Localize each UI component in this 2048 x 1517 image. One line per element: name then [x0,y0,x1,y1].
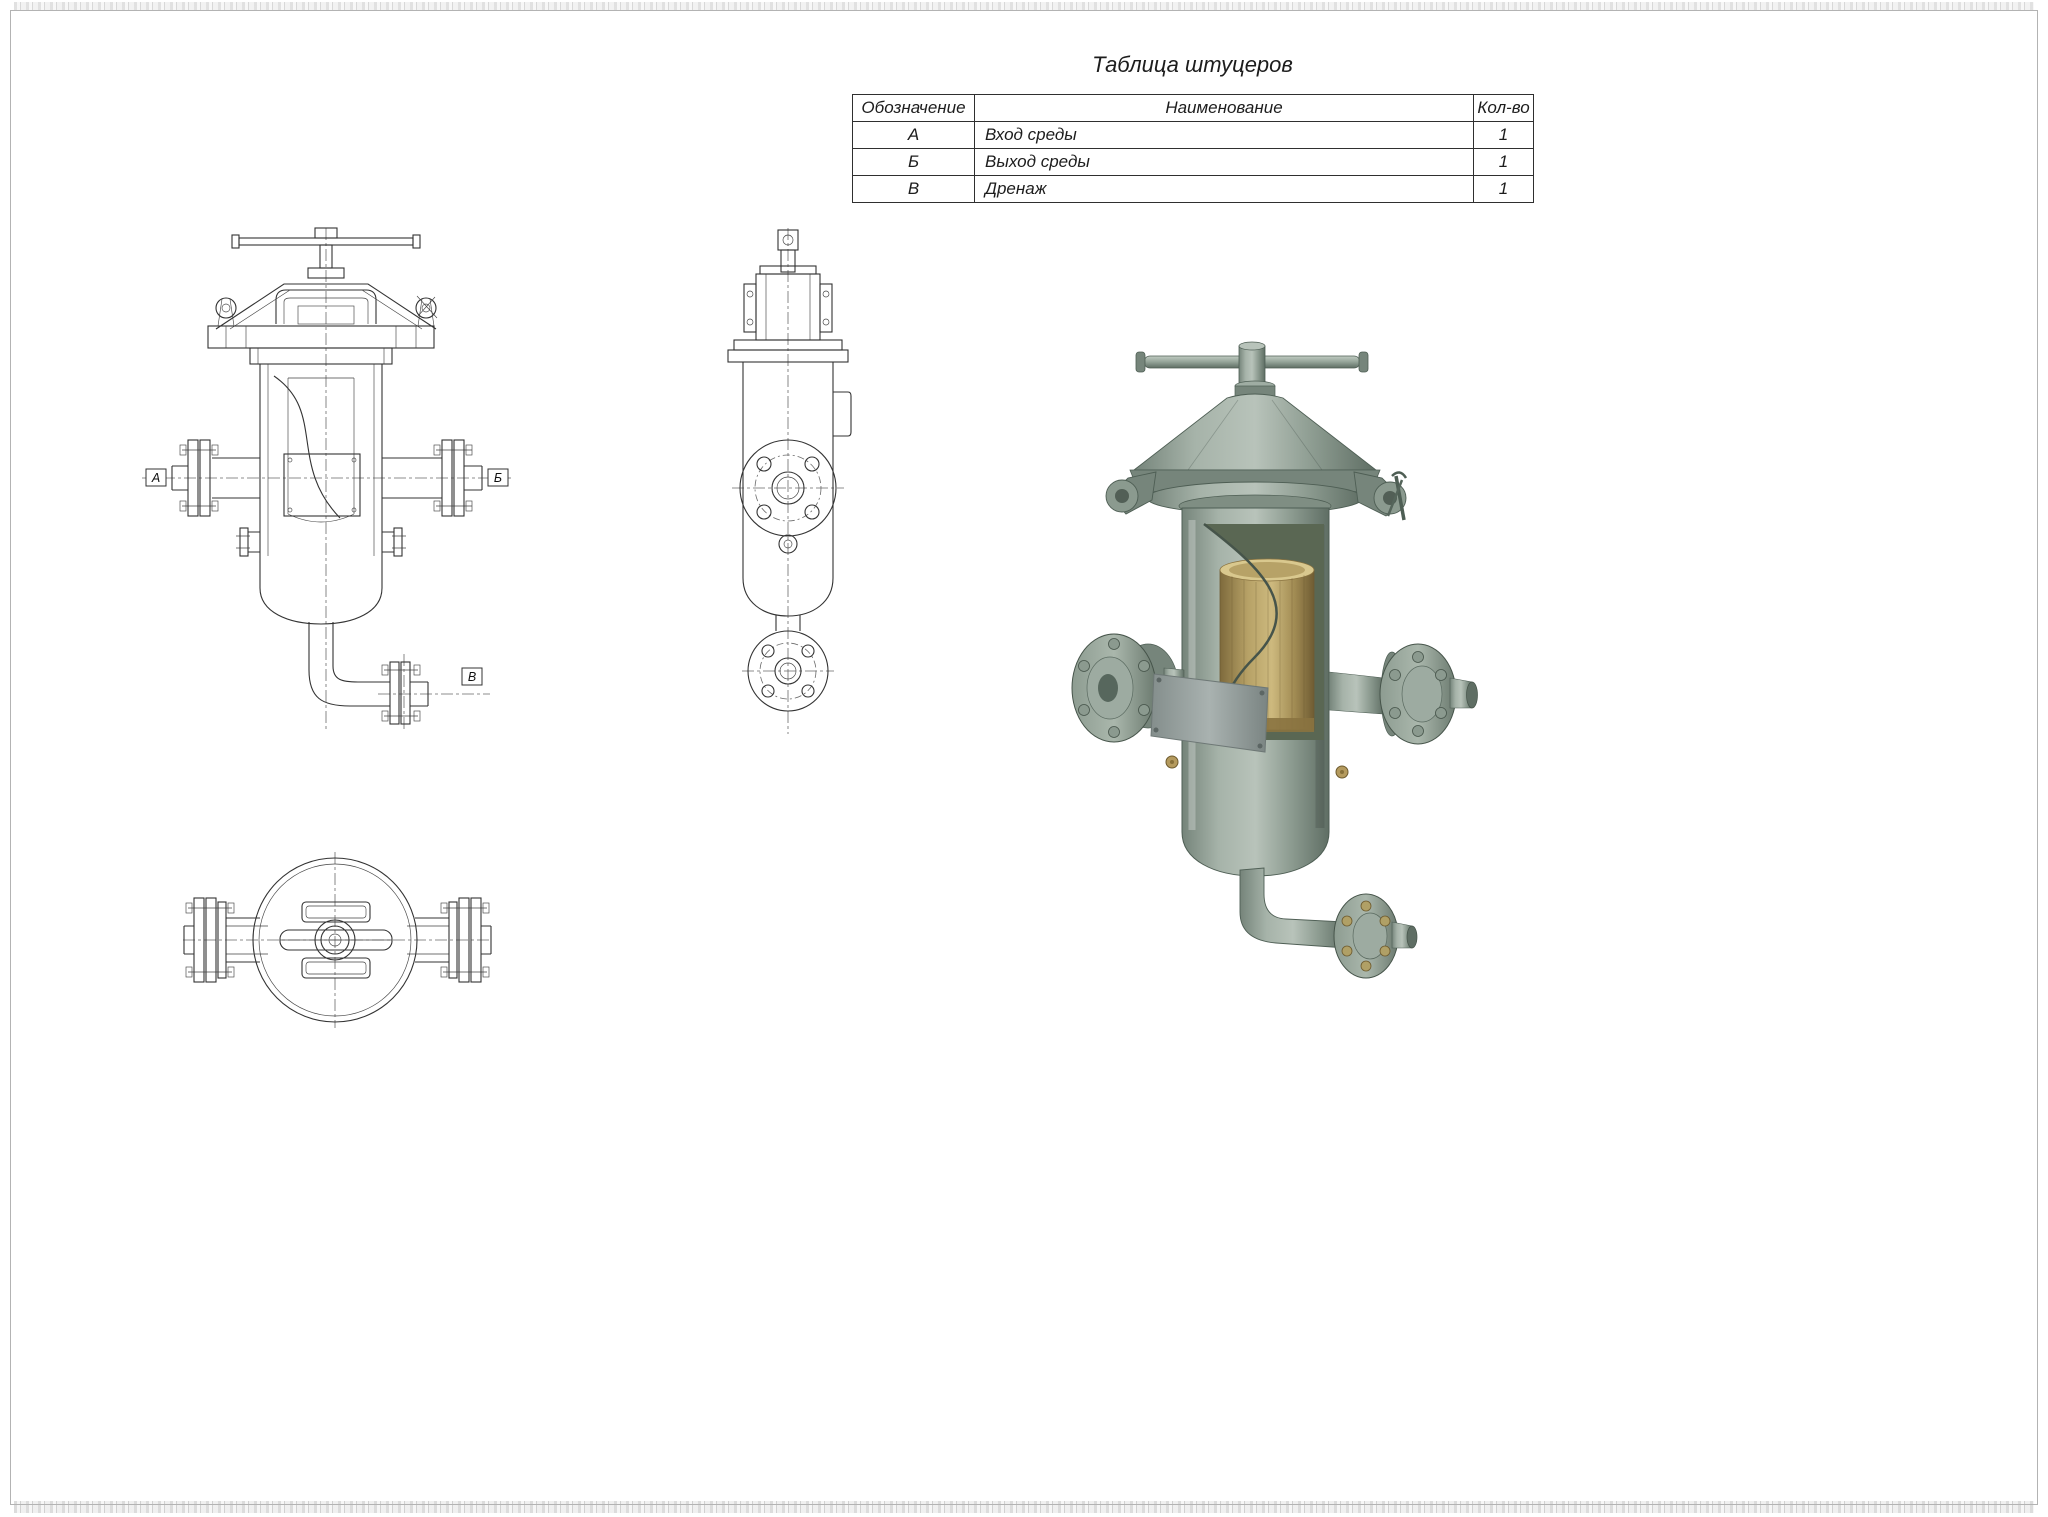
col-name: Наименование [974,94,1474,122]
iso-inlet-flange [1071,633,1185,743]
iso-render [1071,341,1478,979]
cell-qty: 1 [1473,148,1534,176]
nozzle-label-box-a [145,468,167,487]
iso-cone-cap [1129,393,1381,518]
cell-designation: В [852,175,975,203]
table-row: А Вход среды 1 [852,121,1534,149]
iso-drain-elbow [1239,867,1418,979]
cell-qty: 1 [1473,175,1534,203]
top-right-flange [407,897,492,983]
cell-name: Выход среды [974,148,1474,176]
side-couplings [236,527,406,557]
cell-qty: 1 [1473,121,1534,149]
outlet-nozzle-b: Б [382,439,509,517]
col-designation: Обозначение [852,94,975,122]
nozzle-label-box-b [487,468,509,487]
nozzle-label-box-v [461,667,483,686]
top-view-drawing [183,852,492,1028]
iso-handle-bar [1135,341,1369,401]
col-qty: Кол-во [1473,94,1534,122]
cell-designation: А [852,121,975,149]
nozzle-table-title: Таблица штуцеров [1092,52,1293,77]
top-handle [279,901,393,979]
cell-name: Дренаж [974,175,1474,203]
iso-outlet-flange [1328,643,1478,745]
front-view-drawing: А Б [142,227,514,731]
side-cover [727,229,849,363]
nozzle-label-a: А [151,471,160,485]
iso-lifting-lugs [1105,471,1408,521]
cover-bonnet [207,283,437,365]
side-view-drawing [727,228,852,734]
scan-artifact-bottom [14,1501,2034,1513]
nozzle-label-b: Б [494,471,502,485]
nozzle-label-v: В [468,670,476,684]
inlet-nozzle-a: А [145,439,260,517]
iso-drain-plugs [1165,755,1349,779]
side-body [742,362,852,617]
cell-designation: Б [852,148,975,176]
iso-nameplate [1150,673,1269,753]
eye-bolts [215,295,438,327]
table-header-row: Обозначение Наименование Кол-во [852,94,1534,122]
scan-artifact-top [14,2,2034,10]
top-left-flange [183,897,268,983]
drain-elbow-v: В [308,622,483,725]
lifting-handle [231,227,421,279]
vessel-body [259,364,383,625]
side-drain-flange [747,615,829,712]
nozzle-table: Обозначение Наименование Кол-во А Вход с… [852,94,1534,203]
side-flange-face [739,439,837,554]
table-row: Б Выход среды 1 [852,148,1534,176]
cotter-pin [1394,475,1406,521]
cell-name: Вход среды [974,121,1474,149]
table-row: В Дренаж 1 [852,175,1534,203]
